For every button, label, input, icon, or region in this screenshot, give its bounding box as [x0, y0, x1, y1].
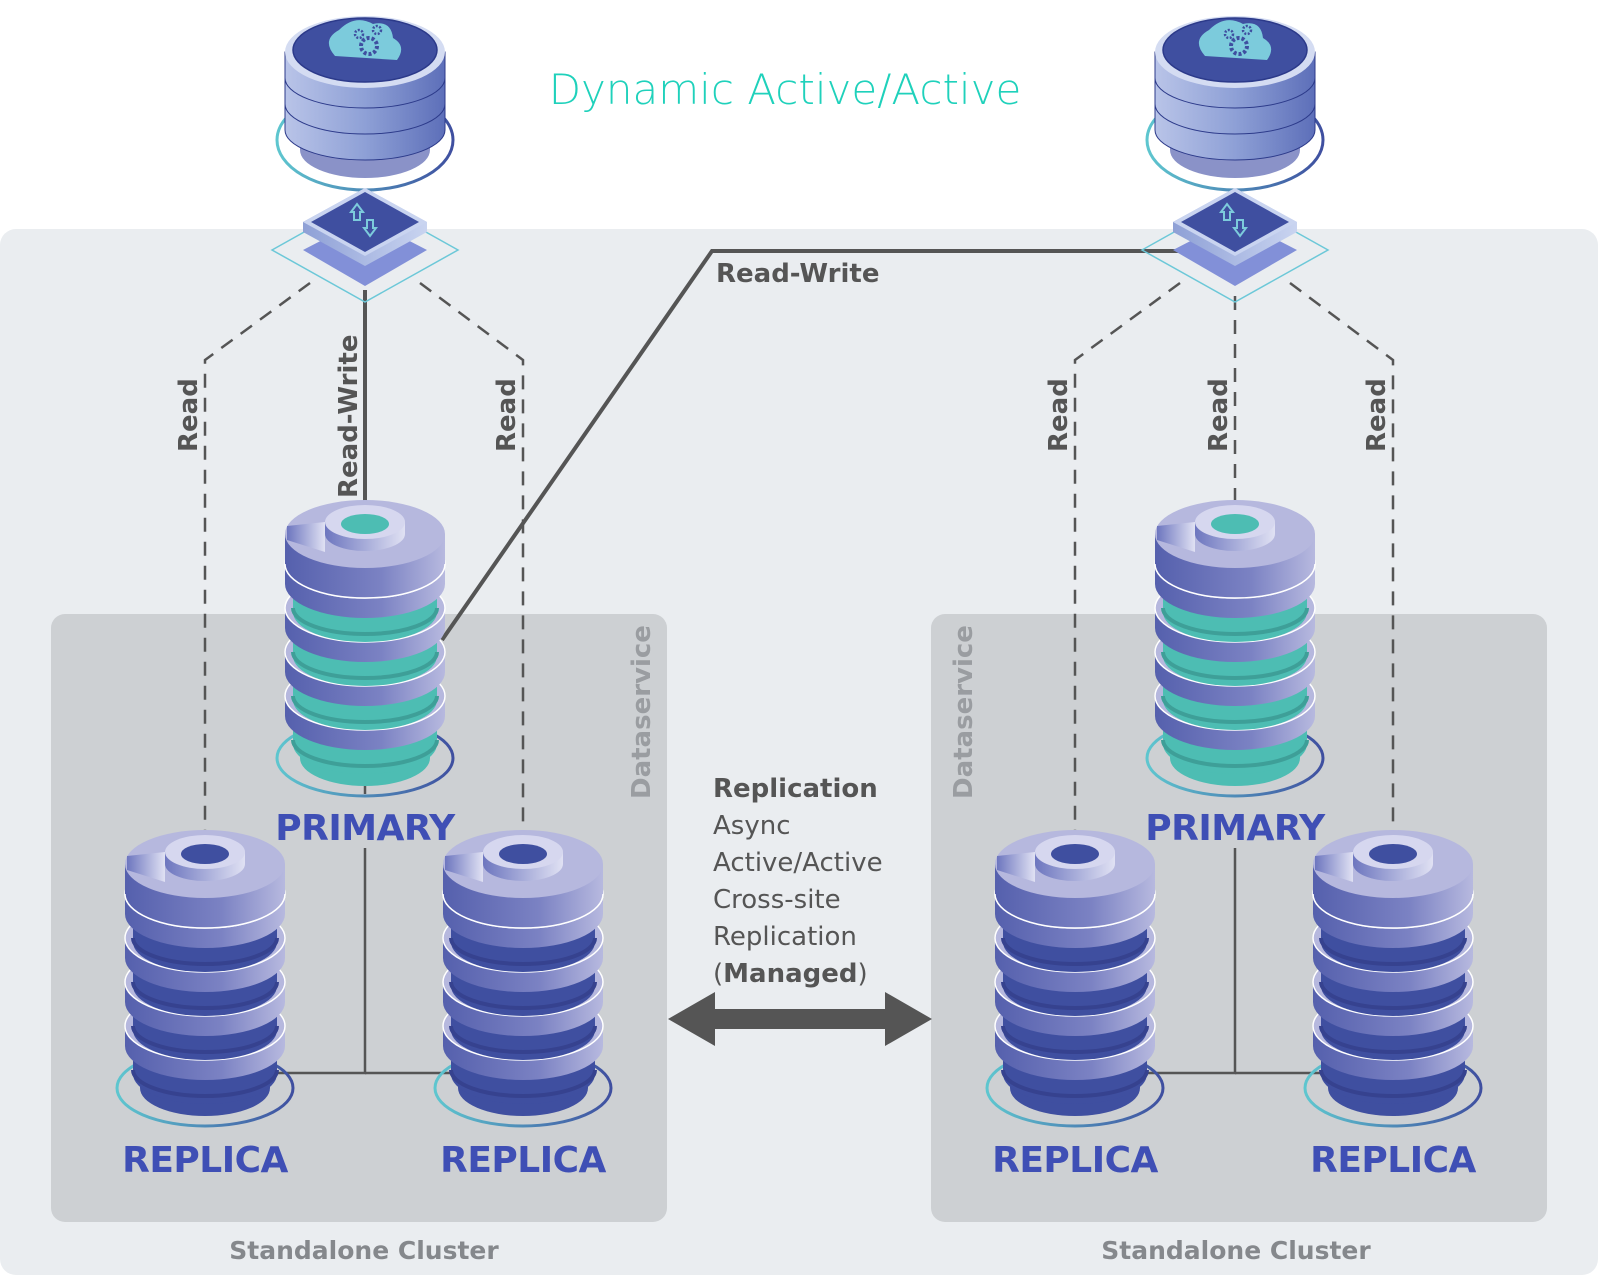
gear-icon	[371, 24, 383, 36]
collar-notch	[1157, 522, 1195, 552]
collar-hole	[341, 514, 389, 534]
collar-hole	[1369, 844, 1417, 864]
cluster-label-right: Standalone Cluster	[1101, 1236, 1371, 1265]
collar-hole	[499, 844, 547, 864]
link-label-read-left: Read	[174, 378, 204, 452]
role-label-replica-right-a: REPLICA	[992, 1140, 1158, 1181]
gear-icon	[359, 36, 379, 56]
dataservice-label-right: Dataservice	[949, 625, 979, 799]
replication-line-4: Replication	[713, 922, 857, 952]
replication-line-3: Cross-site	[713, 885, 841, 915]
replica-node-left-a[interactable]	[115, 830, 295, 1128]
cloud-gears-icon	[328, 20, 402, 60]
cloud-gears-icon	[1198, 20, 1272, 60]
connector-left[interactable]	[270, 16, 460, 303]
diagram-title: Dynamic Active/Active	[549, 65, 1022, 114]
link-label-read-right: Read	[492, 378, 522, 452]
link-label-read-left-2: Read	[1044, 378, 1074, 452]
chip-face	[1181, 192, 1289, 252]
read-link-left-replica-2	[1073, 281, 1181, 850]
collar-hole	[181, 844, 229, 864]
replication-info: Replication Async Active/Active Cross-si…	[713, 774, 883, 989]
read-link-right-replica	[419, 281, 525, 850]
paren-close: )	[858, 959, 868, 989]
dataservice-label-left: Dataservice	[627, 625, 657, 799]
gear-icon	[1223, 28, 1235, 40]
cluster-label-left: Standalone Cluster	[229, 1236, 499, 1265]
role-label-primary-right: PRIMARY	[1145, 808, 1326, 849]
up-down-arrows-icon	[349, 202, 378, 238]
collar-notch	[287, 522, 325, 552]
collar-hole	[1051, 844, 1099, 864]
replica-node-right-a[interactable]	[985, 830, 1165, 1128]
collar-notch	[127, 852, 165, 882]
primary-node-right[interactable]	[1145, 500, 1325, 798]
collar-hole	[1211, 514, 1259, 534]
chip-face	[311, 192, 419, 252]
paren-open: (	[713, 959, 723, 989]
gear-icon	[353, 28, 365, 40]
collar-notch	[445, 852, 483, 882]
up-down-arrows-icon	[1219, 202, 1248, 238]
replication-line-2: Active/Active	[713, 848, 883, 878]
link-label-read-right-2: Read	[1362, 378, 1392, 452]
link-label-read-write-primary: Read-Write	[334, 335, 364, 498]
replication-managed: (Managed)	[713, 959, 868, 989]
role-label-replica-right-b: REPLICA	[1310, 1140, 1476, 1181]
replica-node-right-b[interactable]	[1303, 830, 1483, 1128]
link-label-read-primary-2: Read	[1204, 378, 1234, 452]
role-label-replica-left-a: REPLICA	[122, 1140, 288, 1181]
read-link-right-replica-2	[1289, 281, 1395, 850]
read-link-left-replica	[203, 281, 311, 850]
role-label-replica-left-b: REPLICA	[440, 1140, 606, 1181]
connector-right[interactable]	[1140, 16, 1330, 303]
bidirectional-replication-arrow-icon	[668, 992, 932, 1046]
collar-notch	[997, 852, 1035, 882]
replication-line-1: Async	[713, 811, 791, 841]
primary-node-left[interactable]	[275, 500, 455, 798]
gear-icon	[1229, 36, 1249, 56]
cross-site-read-write-label: Read-Write	[716, 259, 879, 289]
collar-notch	[1315, 852, 1353, 882]
gear-icon	[1241, 24, 1253, 36]
managed-label: Managed	[723, 959, 857, 989]
replication-title: Replication	[713, 774, 878, 804]
cross-site-read-write-link	[440, 249, 1180, 642]
replica-node-left-b[interactable]	[433, 830, 613, 1128]
role-label-primary-left: PRIMARY	[275, 808, 456, 849]
